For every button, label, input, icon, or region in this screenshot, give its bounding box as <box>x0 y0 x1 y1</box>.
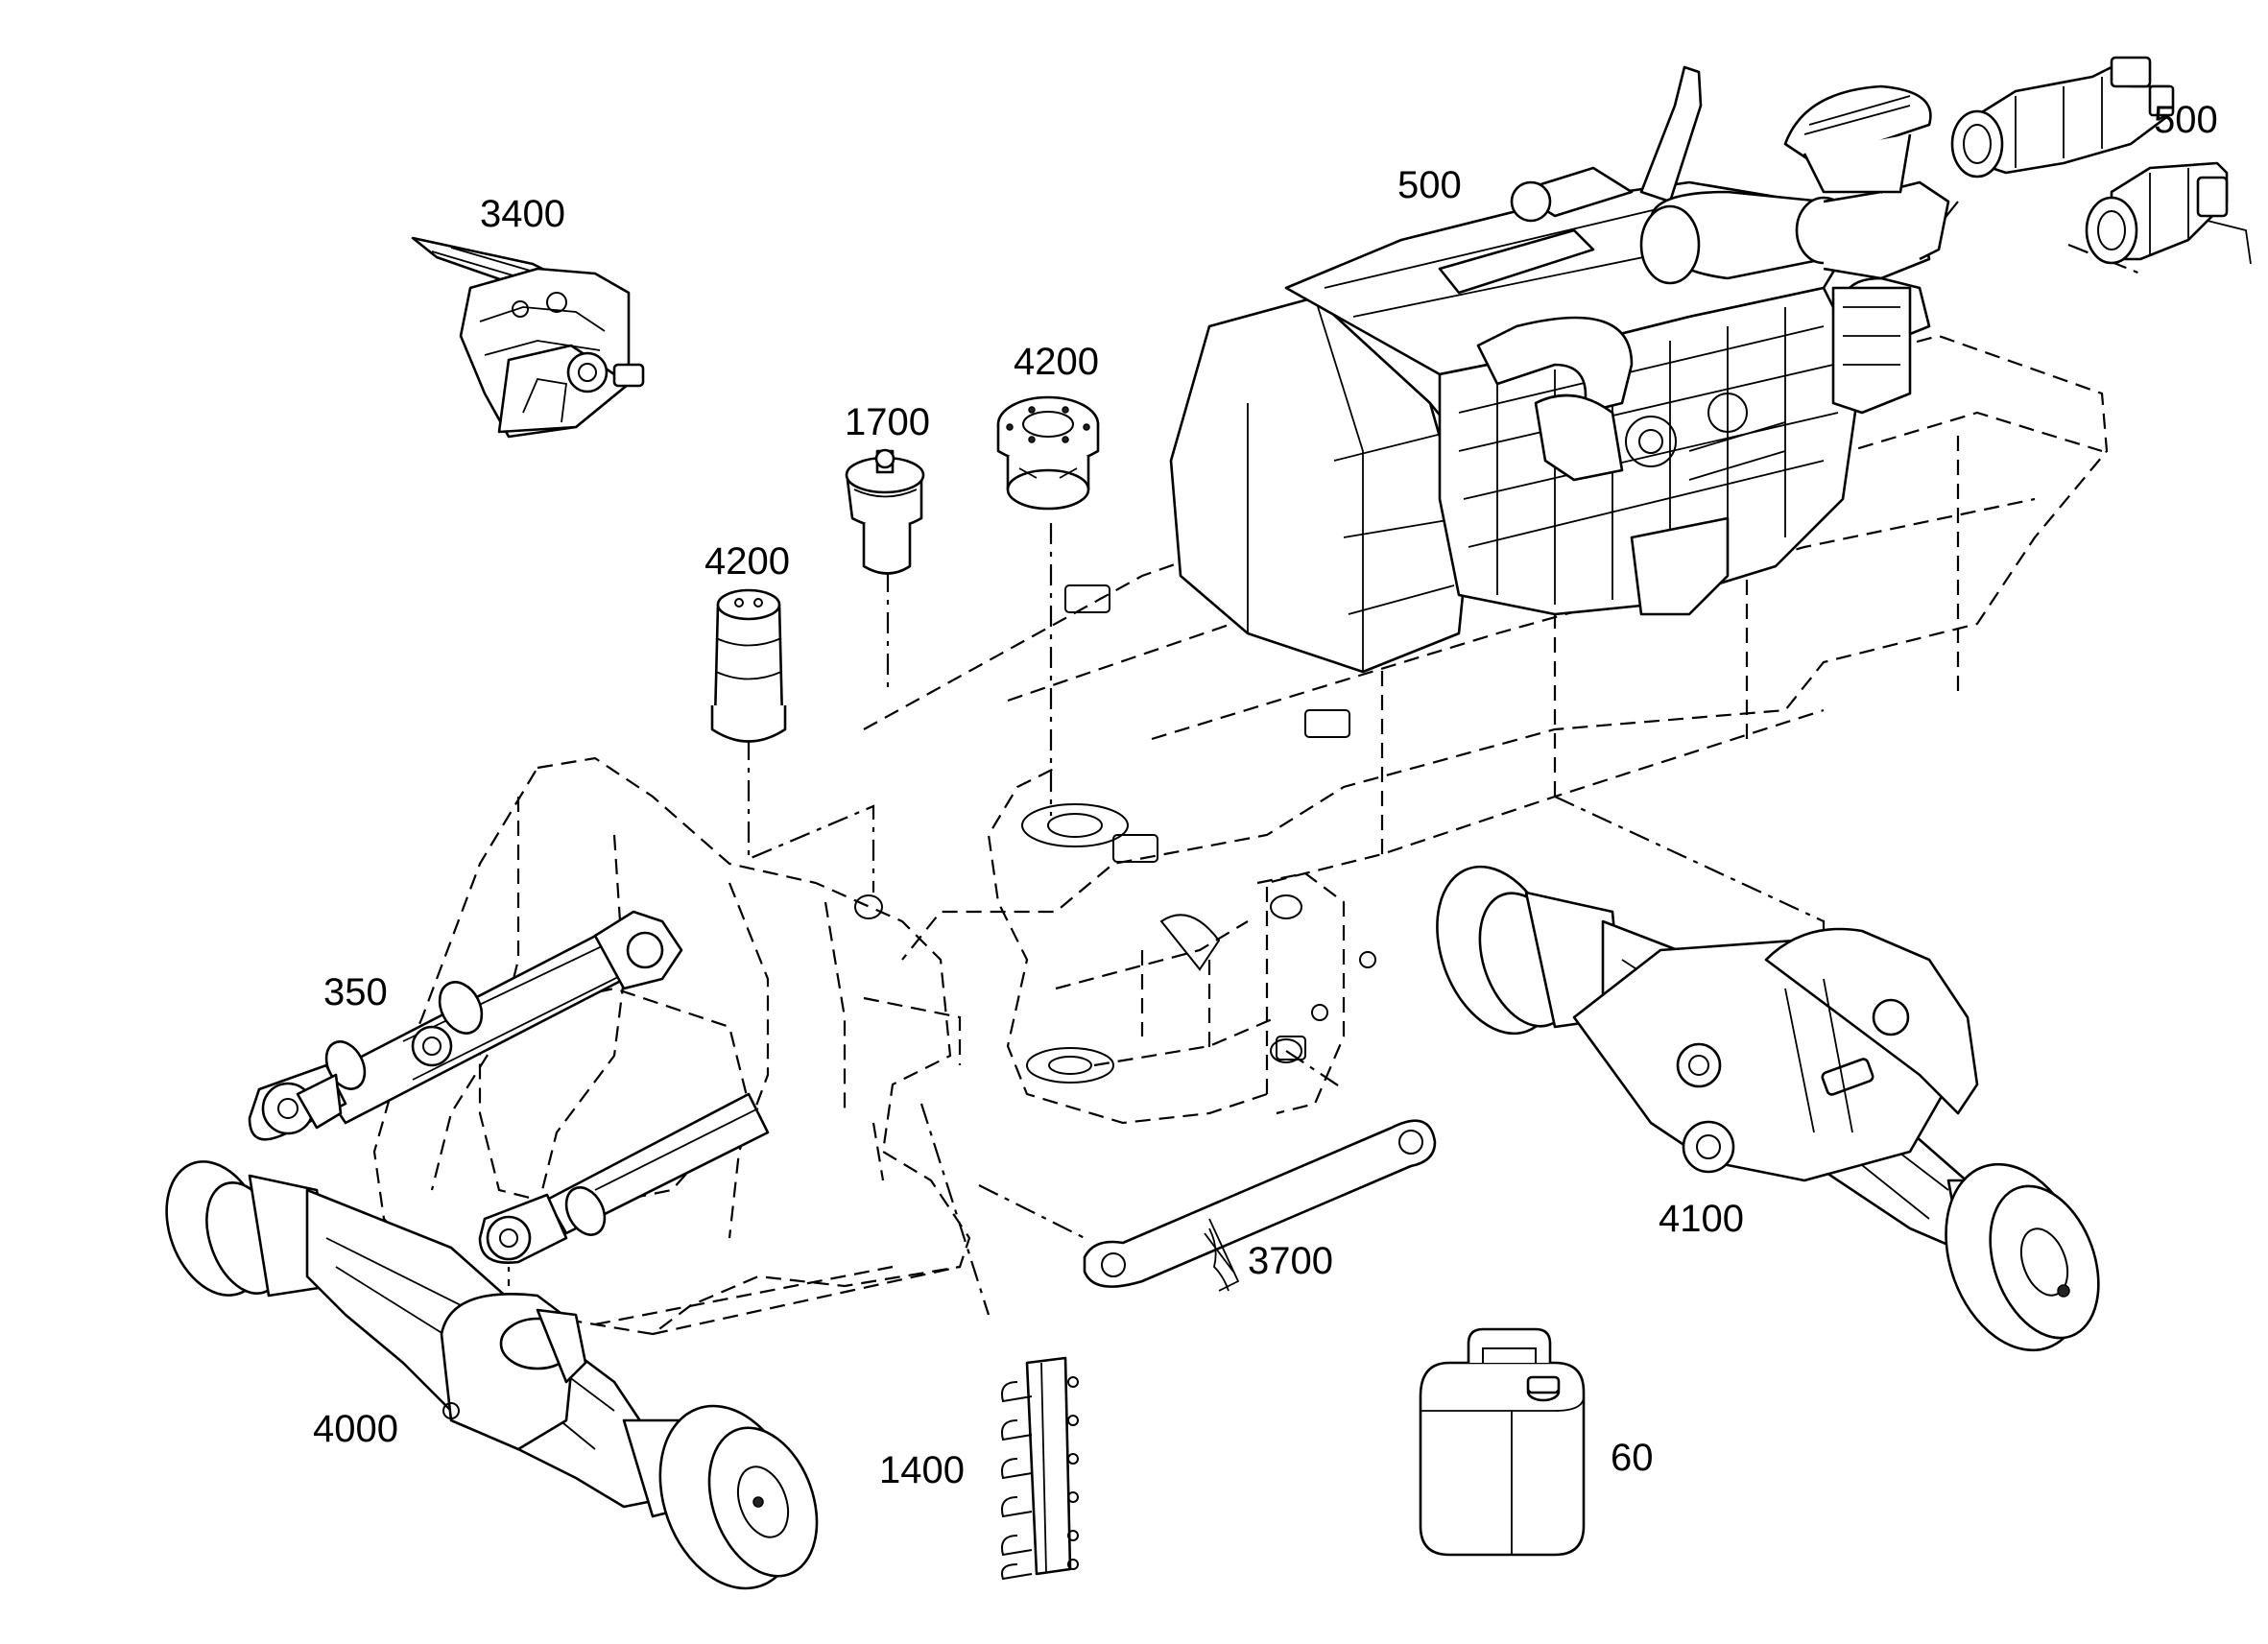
callout-4200-right: 4200 <box>1014 341 1099 383</box>
steering-cylinder-350 <box>248 910 770 1265</box>
callout-60: 60 <box>1611 1437 1654 1479</box>
brake-valve-3400 <box>411 236 645 439</box>
callout-500-pump: 500 <box>2154 99 2218 141</box>
flange-bearing-4200-right <box>996 395 1100 511</box>
terminal-strip-1400 <box>1001 1356 1079 1581</box>
bushing-sleeve-4200-left <box>710 588 787 743</box>
callout-3400: 3400 <box>480 193 565 235</box>
callout-4100: 4100 <box>1659 1198 1744 1240</box>
hydraulic-pump-500 <box>1950 56 2252 265</box>
engine-500 <box>1169 65 1950 674</box>
chassis-frame-outline <box>372 334 2109 1336</box>
callout-1400: 1400 <box>879 1449 965 1491</box>
callout-3700: 3700 <box>1248 1240 1333 1282</box>
callout-350: 350 <box>323 971 388 1013</box>
callout-500-engine: 500 <box>1397 164 1462 206</box>
link-bar-3700 <box>1083 1119 1437 1292</box>
callout-labels: 3400 500 500 4200 1700 4200 350 4000 140… <box>313 99 2218 1491</box>
callout-4200-left: 4200 <box>704 540 790 583</box>
mount-1700 <box>845 448 925 575</box>
rear-axle-4100 <box>1436 865 2100 1352</box>
fluid-canister-60 <box>1419 1327 1586 1557</box>
callout-1700: 1700 <box>845 401 930 443</box>
callout-4000: 4000 <box>313 1408 398 1450</box>
front-axle-4000 <box>165 1160 819 1590</box>
